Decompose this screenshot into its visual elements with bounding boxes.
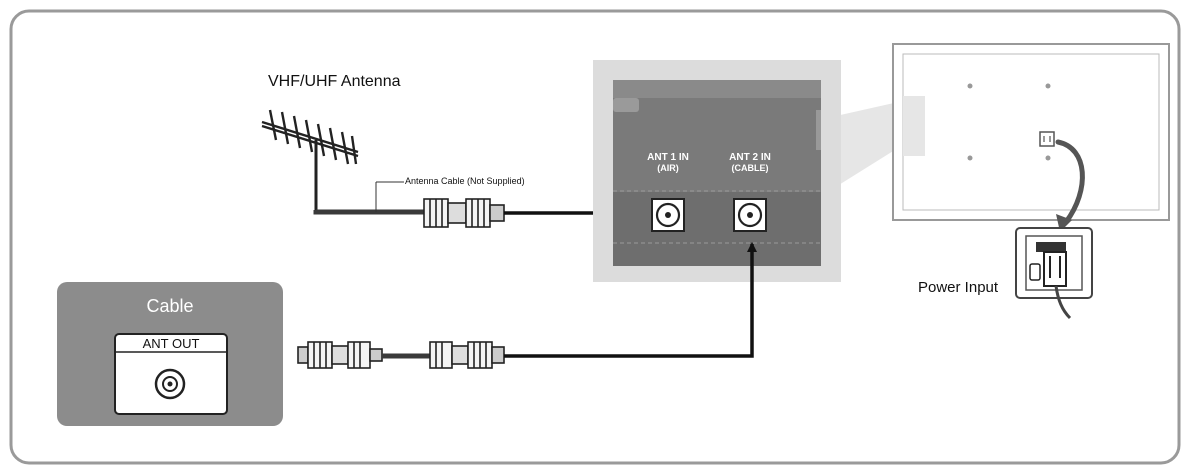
- antenna-icon: [261, 109, 359, 212]
- ant-out-port: [154, 368, 186, 400]
- cable-box-connector-right: [429, 341, 505, 369]
- ant1-label-line2: (AIR): [657, 163, 679, 173]
- cable-box-title: Cable: [146, 296, 193, 316]
- arrow-to-ant2: [504, 242, 757, 358]
- ant1-label-line1: ANT 1 IN: [647, 152, 689, 163]
- tv-back-illustration: [892, 43, 1170, 221]
- cable-box: [57, 282, 283, 426]
- antenna-cable-connector: [423, 198, 505, 228]
- ant-out-label: ANT OUT: [143, 336, 200, 351]
- power-curved-arrow: [1055, 139, 1085, 225]
- power-input-zoom: [1015, 227, 1093, 320]
- ant2-label-line1: ANT 2 IN: [729, 152, 771, 163]
- ant2-in-port: [733, 198, 767, 232]
- ant2-label-line2: (CABLE): [732, 163, 769, 173]
- ant1-in-port: [651, 198, 685, 232]
- antenna-cable-label: Antenna Cable (Not Supplied): [405, 176, 525, 186]
- antenna-cable: [313, 209, 424, 215]
- cable-box-connector-left: [297, 341, 383, 369]
- power-input-label: Power Input: [918, 279, 999, 296]
- tv-rear-panel-zoom: [593, 60, 930, 282]
- antenna-label: VHF/UHF Antenna: [268, 73, 401, 90]
